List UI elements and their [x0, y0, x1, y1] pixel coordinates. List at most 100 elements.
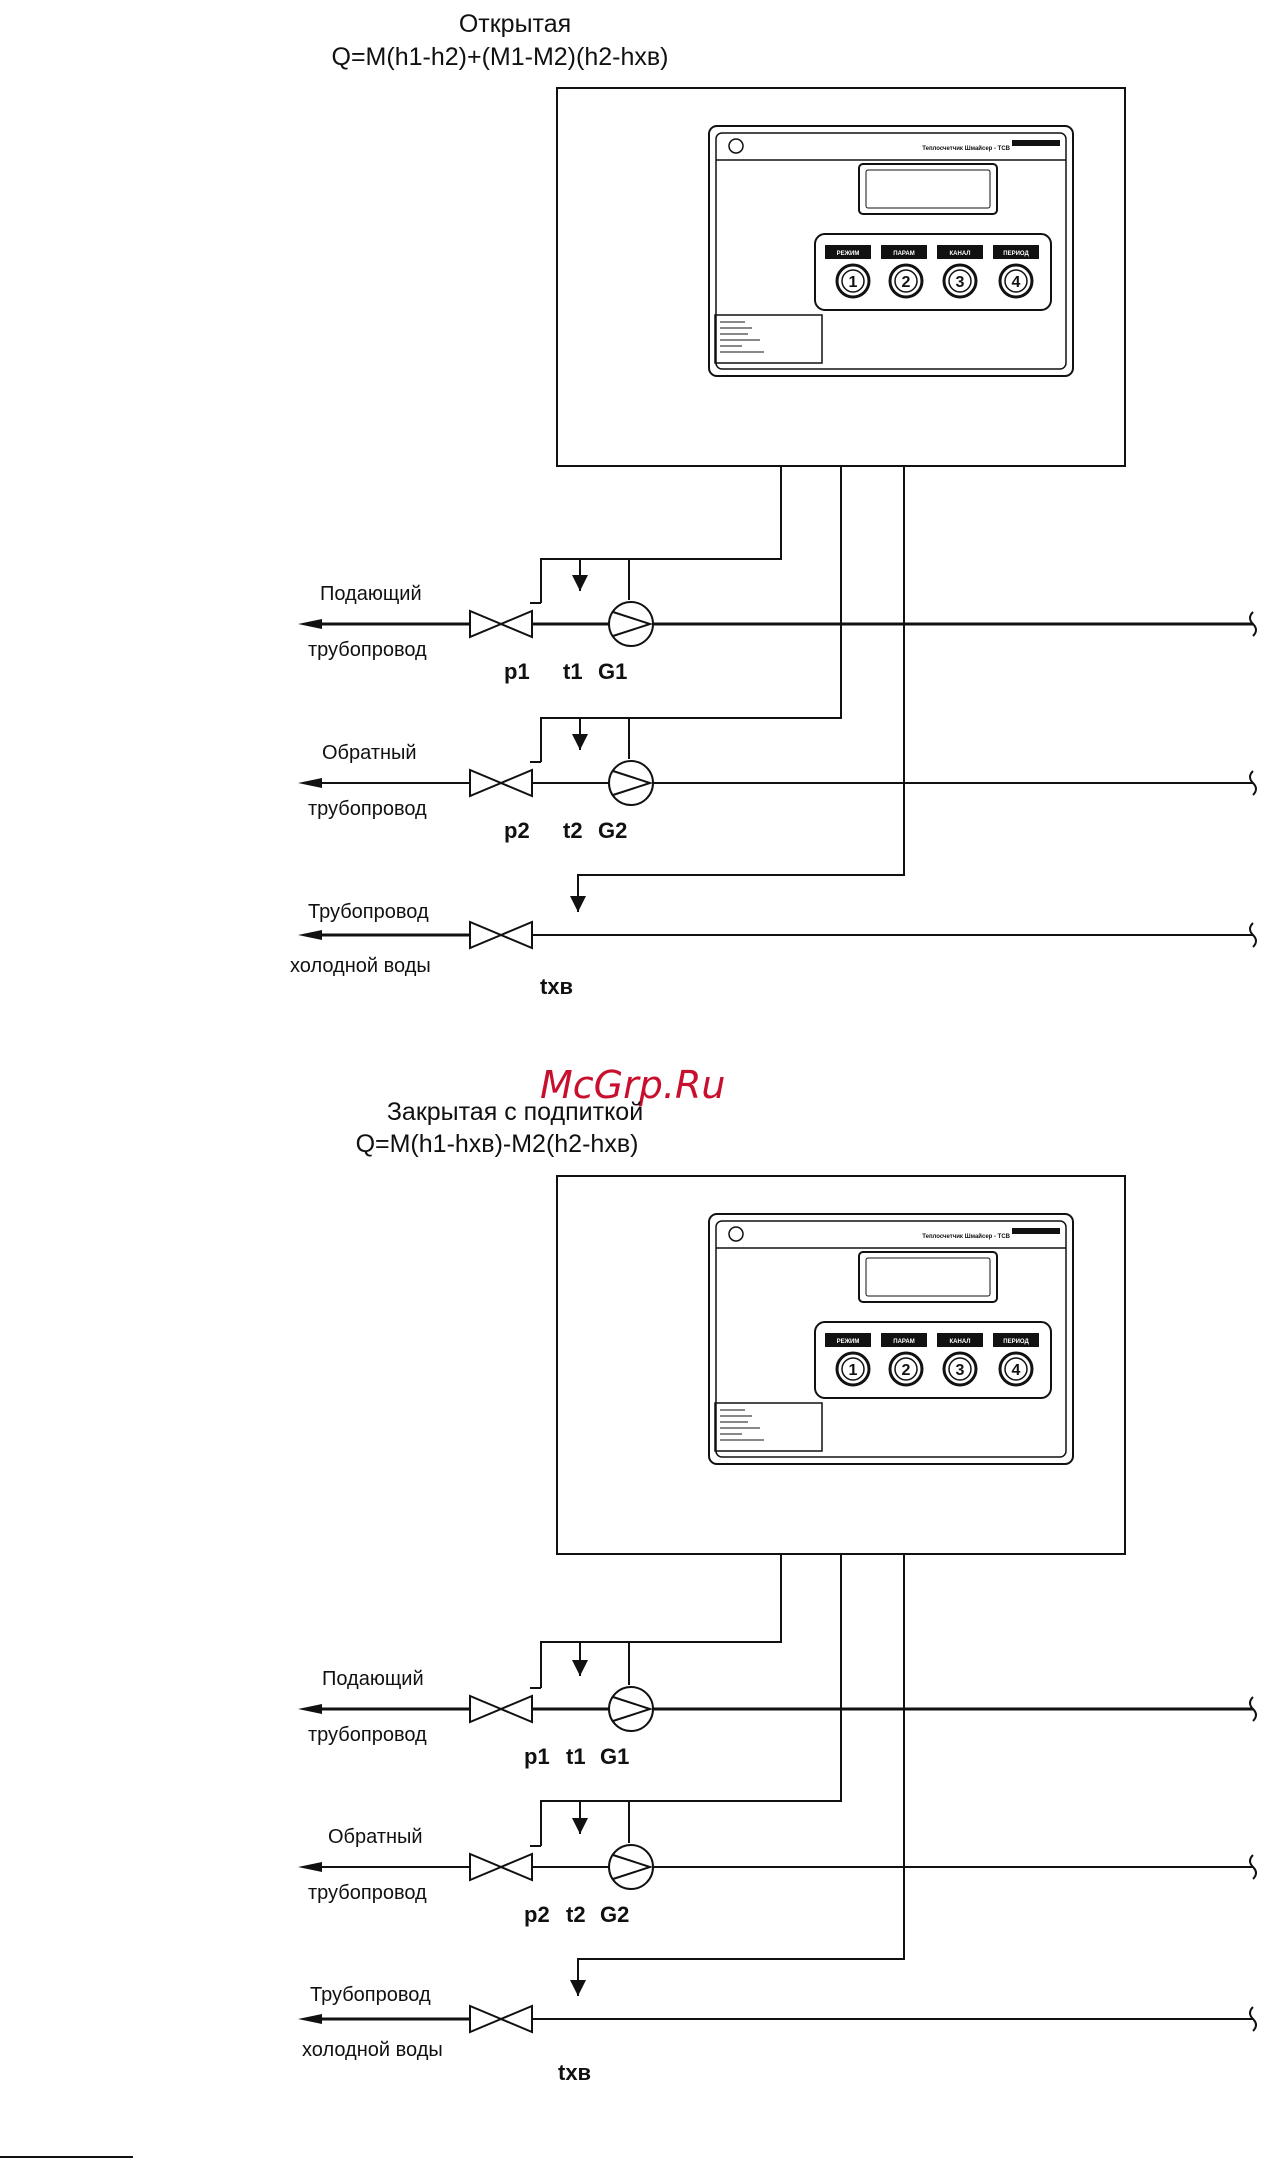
device-button-2: ПАРАМ 2	[881, 245, 927, 299]
cable-supply-pressure	[540, 466, 782, 603]
cable-cold-water	[577, 1554, 905, 1996]
cold-water-pipe: Трубопровод холодной воды tхв	[290, 901, 1257, 999]
scheme-title: Закрытая с подпиткой	[387, 1098, 643, 1126]
pipe-label-2: холодной воды	[290, 955, 431, 977]
svg-text:4: 4	[1012, 1362, 1021, 1379]
info-plate-lines	[720, 321, 764, 353]
sensor-flow: G2	[600, 1902, 629, 1927]
sensor-pressure: p2	[524, 1902, 550, 1927]
device-button-3: КАНАЛ 3	[937, 1333, 983, 1387]
svg-text:2: 2	[902, 1362, 911, 1379]
device-header: Теплосчетчик Шмайсер - ТСВ	[922, 1233, 1010, 1240]
info-plate-lines	[720, 1409, 764, 1441]
sensor-pressure: p2	[504, 818, 530, 843]
pipe-label-1: Обратный	[328, 1826, 423, 1848]
button-panel	[814, 1321, 1052, 1399]
pipe-label-2: трубопровод	[308, 1882, 427, 1904]
svg-text:КАНАЛ: КАНАЛ	[950, 251, 971, 257]
pipe-break-icon	[1249, 922, 1257, 948]
device-button-4: ПЕРИОД 4	[993, 245, 1039, 299]
svg-text:3: 3	[956, 274, 965, 291]
svg-text:4: 4	[1012, 274, 1021, 291]
sensor-temperature: t1	[566, 1744, 586, 1769]
svg-text:РЕЖИМ: РЕЖИМ	[837, 1339, 860, 1345]
pipe-label-2: холодной воды	[302, 2039, 443, 2061]
brand-logo-icon	[728, 138, 744, 154]
header-stripe	[1012, 1228, 1060, 1234]
cable-supply-pressure	[540, 1554, 782, 1688]
info-plate	[714, 314, 823, 364]
device-button-1: РЕЖИМ 1	[825, 245, 871, 299]
cable-return	[540, 1554, 842, 1846]
sensor-temperature: t1	[563, 659, 583, 684]
svg-text:ПЕРИОД: ПЕРИОД	[1003, 1339, 1029, 1345]
valve-icon	[469, 1694, 504, 1724]
pipe-break-icon	[1249, 1854, 1257, 1880]
return-pipe: Обратный трубопровод p2 t2 G2	[298, 1826, 1257, 1927]
sensor-pressure: p1	[504, 659, 530, 684]
watermark: McGrp.Ru	[540, 1063, 725, 1107]
flowmeter-icon	[608, 760, 654, 806]
valve-icon	[469, 609, 504, 639]
cold-water-pipe: Трубопровод холодной воды tхв	[298, 1984, 1257, 2085]
lcd-display	[858, 1251, 998, 1303]
pipe-break-icon	[1249, 2006, 1257, 2032]
cable-cold-water	[577, 466, 905, 912]
pipe-break-icon	[1249, 1696, 1257, 1722]
sensor-temperature: tхв	[540, 974, 573, 999]
sensor-flow: G1	[600, 1744, 629, 1769]
svg-text:РЕЖИМ: РЕЖИМ	[837, 251, 860, 257]
pipe-label-1: Подающий	[322, 1668, 424, 1690]
svg-text:ПАРАМ: ПАРАМ	[893, 251, 914, 257]
sensor-flow: G2	[598, 818, 627, 843]
svg-text:3: 3	[956, 1362, 965, 1379]
scheme-formula: Q=M(h1-h2)+(M1-M2)(h2-hхв)	[332, 43, 669, 71]
device-button-4: ПЕРИОД 4	[993, 1333, 1039, 1387]
button-panel	[814, 233, 1052, 311]
sensor-flow: G1	[598, 659, 627, 684]
sensor-temperature: t2	[563, 818, 583, 843]
return-pipe: Обратный трубопровод p2 t2 G2	[298, 742, 1257, 843]
scheme-formula: Q=M(h1-hхв)-M2(h2-hхв)	[356, 1130, 639, 1158]
flowmeter-icon	[608, 1686, 654, 1732]
pipe-label-2: трубопровод	[308, 1724, 427, 1746]
scheme-open: Открытая Q=M(h1-h2)+(M1-M2)(h2-hхв) Тепл…	[290, 10, 1257, 999]
flowmeter-icon	[608, 601, 654, 647]
svg-text:1: 1	[849, 274, 858, 291]
valve-icon	[469, 1852, 504, 1882]
pipe-break-icon	[1249, 770, 1257, 796]
valve-icon	[469, 768, 504, 798]
pipe-label-2: трубопровод	[308, 798, 427, 820]
pipe-label-1: Обратный	[322, 742, 417, 764]
pipe-label-1: Трубопровод	[310, 1984, 431, 2006]
device-button-1: РЕЖИМ 1	[825, 1333, 871, 1387]
valve-icon	[469, 920, 504, 950]
pipe-label-1: Трубопровод	[308, 901, 429, 923]
header-stripe	[1012, 140, 1060, 146]
svg-text:ПАРАМ: ПАРАМ	[893, 1339, 914, 1345]
svg-text:КАНАЛ: КАНАЛ	[950, 1339, 971, 1345]
heat-meter-device: Теплосчетчик Шмайсер - ТСВ РЕЖИМ 1 ПАРАМ…	[708, 125, 1074, 377]
pipe-break-icon	[1249, 611, 1257, 637]
sensor-temperature: tхв	[558, 2060, 591, 2085]
scheme-closed-with-makeup: Закрытая с подпиткой Q=M(h1-hхв)-M2(h2-h…	[298, 1098, 1257, 2085]
cable-return	[540, 466, 842, 762]
info-plate	[714, 1402, 823, 1452]
svg-text:1: 1	[849, 1362, 858, 1379]
sensor-temperature: t2	[566, 1902, 586, 1927]
svg-text:2: 2	[902, 274, 911, 291]
svg-text:ПЕРИОД: ПЕРИОД	[1003, 251, 1029, 257]
pipe-label-2: трубопровод	[308, 639, 427, 661]
sensor-pressure: p1	[524, 1744, 550, 1769]
device-button-2: ПАРАМ 2	[881, 1333, 927, 1387]
scheme-title: Открытая	[459, 10, 571, 38]
brand-logo-icon	[728, 1226, 744, 1242]
lcd-display	[858, 163, 998, 215]
supply-pipe: Подающий трубопровод p1 t1 G1	[298, 583, 1257, 684]
device-button-3: КАНАЛ 3	[937, 245, 983, 299]
supply-pipe: Подающий трубопровод p1 t1 G1	[298, 1668, 1257, 1769]
device-header: Теплосчетчик Шмайсер - ТСВ	[922, 145, 1010, 152]
flowmeter-icon	[608, 1844, 654, 1890]
heat-meter-device: Теплосчетчик Шмайсер - ТСВ РЕЖИМ 1 ПАРАМ…	[708, 1213, 1074, 1465]
